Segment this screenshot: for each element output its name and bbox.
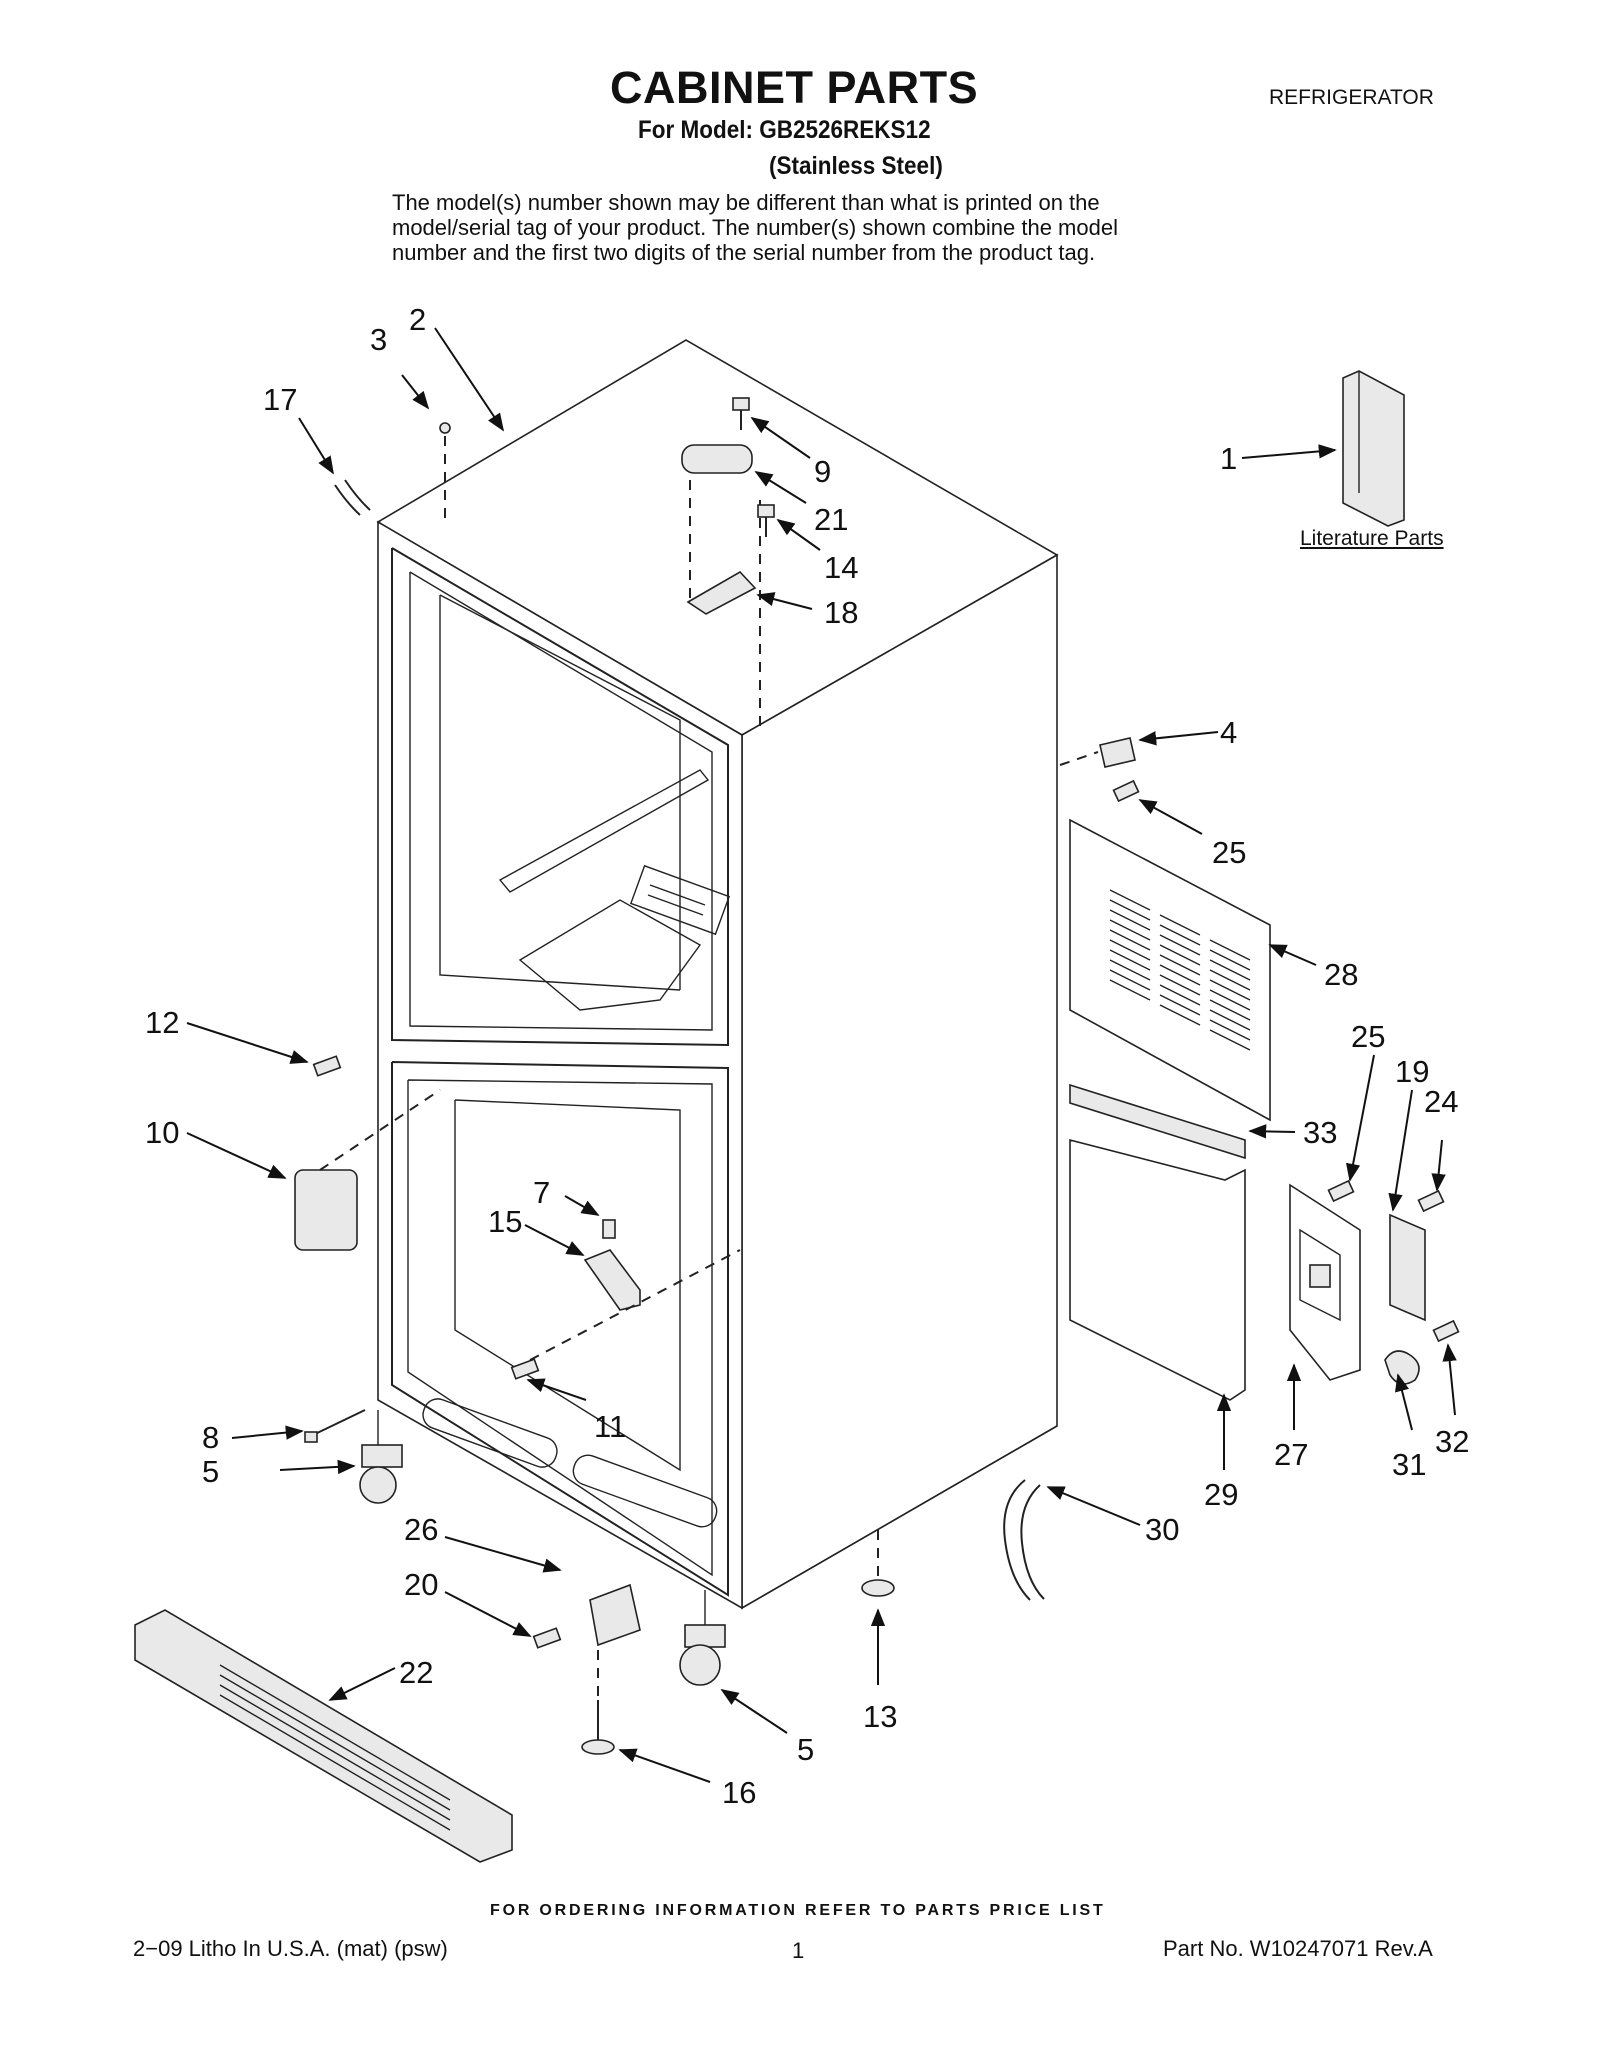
caster-wheel-left xyxy=(359,1410,403,1504)
callout-label: 8 xyxy=(202,1420,219,1455)
finish-line: (Stainless Steel) xyxy=(769,152,943,180)
callout-label: 30 xyxy=(1145,1512,1179,1547)
model-note-line: number and the first two digits of the s… xyxy=(392,240,1096,265)
serial-label xyxy=(1099,737,1136,768)
callout-label: 4 xyxy=(1220,715,1237,750)
callout-label: 22 xyxy=(399,1655,433,1690)
callout-label: 27 xyxy=(1274,1437,1308,1472)
insulation-panel xyxy=(1069,1138,1246,1401)
callout-label: 28 xyxy=(1324,957,1358,992)
product-category: REFRIGERATOR xyxy=(1269,86,1434,109)
litho-info: 2−09 Litho In U.S.A. (mat) (psw) xyxy=(133,1936,448,1961)
screw-25-bracket xyxy=(1327,1179,1355,1203)
refrigerator-cabinet xyxy=(376,339,1059,1610)
cable-clamp xyxy=(1384,1350,1420,1385)
screw-12 xyxy=(312,1055,342,1077)
callout-label: 1 xyxy=(1220,441,1237,476)
screw-25-top xyxy=(1112,779,1140,803)
grommet xyxy=(861,1579,895,1597)
callout-label: 13 xyxy=(863,1699,897,1734)
screw-32 xyxy=(1432,1319,1460,1343)
screw-24 xyxy=(1417,1189,1445,1213)
callout-label: 21 xyxy=(814,502,848,537)
hinge-screw xyxy=(732,397,750,430)
model-note-line: The model(s) number shown may be differe… xyxy=(392,190,1100,215)
callout-label: 31 xyxy=(1392,1447,1426,1482)
page-title: CABINET PARTS xyxy=(610,62,979,113)
callout-label: 33 xyxy=(1303,1115,1337,1150)
air-vent-grille xyxy=(629,864,731,936)
control-bracket xyxy=(1289,1183,1361,1381)
callout-label: 20 xyxy=(404,1567,438,1602)
tube-17 xyxy=(334,484,361,516)
leveling-bolt xyxy=(304,1409,366,1443)
callout-label: 5 xyxy=(202,1454,219,1489)
control-module xyxy=(294,1089,441,1251)
callout-label: 5 xyxy=(797,1732,814,1767)
model-line: For Model: GB2526REKS12 xyxy=(638,116,931,144)
callout-label: 14 xyxy=(824,550,858,585)
top-screw xyxy=(439,422,451,520)
hinge-cover xyxy=(681,444,753,474)
part-number: Part No. W10247071 Rev.A xyxy=(1163,1936,1433,1961)
bottom-hinge-bracket xyxy=(589,1583,641,1647)
callout-label: 19 xyxy=(1395,1054,1429,1089)
callout-label: 3 xyxy=(370,322,387,357)
callout-label: 16 xyxy=(722,1775,756,1810)
callout-label: 18 xyxy=(824,595,858,630)
callout-label: 2 xyxy=(409,302,426,337)
rear-access-panel xyxy=(1069,818,1271,1122)
screw-20 xyxy=(532,1627,562,1649)
callout-label: 26 xyxy=(404,1512,438,1547)
callout-label: 32 xyxy=(1435,1424,1469,1459)
callout-label: 25 xyxy=(1351,1019,1385,1054)
callout-label: 15 xyxy=(488,1204,522,1239)
toe-grille xyxy=(134,1609,513,1863)
callout-label: 7 xyxy=(533,1175,550,1210)
callout-label: 25 xyxy=(1212,835,1246,870)
drain-tube xyxy=(1003,1479,1031,1601)
top-hinge xyxy=(686,570,757,615)
top-hinge-assembly xyxy=(681,397,775,730)
callout-label: 12 xyxy=(145,1005,179,1040)
model-note: The model(s) number shown may be differe… xyxy=(392,190,1252,265)
callout-labels: 1 2 3 4 5 5 7 8 9 10 11 12 13 14 15 16 1… xyxy=(145,302,1469,1810)
trim-strip xyxy=(1069,1083,1246,1160)
callout-label: 29 xyxy=(1204,1477,1238,1512)
callout-label: 9 xyxy=(814,454,831,489)
callout-leaders xyxy=(186,327,1457,1783)
hinge-pin xyxy=(581,1650,615,1755)
screw-7 xyxy=(602,1219,616,1239)
screw-11 xyxy=(510,1358,540,1380)
bracket-15 xyxy=(583,1249,641,1311)
hinge-screw xyxy=(757,504,775,537)
page-number: 1 xyxy=(792,1938,805,1963)
callout-label: 11 xyxy=(594,1409,626,1444)
callout-label: 10 xyxy=(145,1115,179,1150)
ordering-note: FOR ORDERING INFORMATION REFER TO PARTS … xyxy=(490,1902,1106,1919)
cover-plate xyxy=(1389,1213,1426,1322)
literature-parts-label: Literature Parts xyxy=(1300,527,1444,550)
callout-label: 17 xyxy=(263,382,297,417)
callout-label: 24 xyxy=(1424,1084,1458,1119)
caster-wheel-right xyxy=(679,1590,726,1686)
literature-book xyxy=(1342,370,1405,527)
model-note-line: model/serial tag of your product. The nu… xyxy=(392,215,1118,240)
